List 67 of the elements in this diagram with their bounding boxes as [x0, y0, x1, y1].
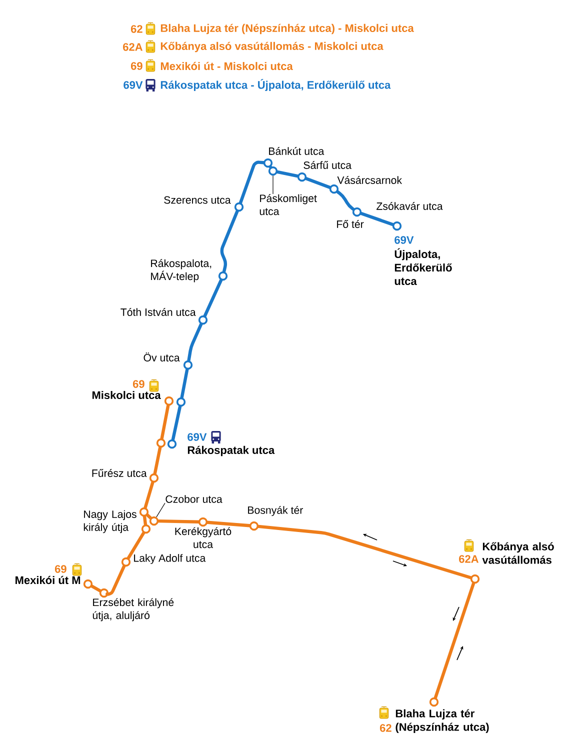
route-line [238, 160, 266, 204]
stop-circle [268, 166, 278, 176]
stop-name: Páskomliget utca [260, 194, 317, 216]
route-line [144, 480, 154, 510]
stop-name: Tóth István utca [120, 308, 196, 316]
leader-line [156, 502, 166, 518]
terminal-name: Miskolci utca [92, 390, 161, 400]
route-line [206, 520, 252, 528]
route-line [434, 582, 476, 700]
route-line [203, 278, 223, 318]
route-line [142, 514, 148, 526]
route-line [171, 404, 182, 442]
stop-name: Nagy Lajos király útja [84, 510, 136, 534]
legend-text: Mexikói út - Miskolci utca [160, 62, 293, 70]
route-number: 62A [459, 555, 478, 563]
route-line [276, 170, 300, 178]
terminal-name: Kőbánya alsó vasútállomás [482, 542, 554, 564]
route-line [180, 368, 189, 400]
stop-name: Laky Adolf utca [134, 554, 206, 564]
route-line [106, 564, 126, 596]
stop-name: Szerencs utca [164, 196, 231, 204]
route-number: 69V [124, 81, 143, 89]
route-line [153, 446, 162, 476]
route-number: 69V [394, 236, 414, 244]
stop-name: Bosnyák tér [248, 506, 303, 516]
stop-circle [176, 397, 186, 407]
route-number: 62 [130, 25, 142, 33]
stop-circle [156, 438, 166, 448]
terminal-name: Mexikói út M [16, 576, 80, 584]
stop-circle [149, 516, 159, 526]
stop-name: Czobor utca [166, 495, 222, 503]
stop-name: Erzsébet királyné útja, aluljáró [92, 598, 174, 622]
route-number: 62 [380, 724, 392, 732]
route-number: 69 [132, 380, 144, 388]
stop-name: Bánkút utca [269, 147, 324, 155]
route-line [220, 210, 239, 274]
route-line [360, 212, 394, 226]
stop-name: Zsókavár utca [376, 202, 443, 210]
route-line [336, 190, 355, 211]
route-line [90, 584, 102, 592]
stop-name: Öv utca [144, 352, 180, 362]
route-number: 62A [123, 43, 142, 51]
route-number: 69 [130, 62, 142, 70]
stop-name: Kerékgyártó utca [175, 527, 232, 548]
legend-text: Rákospatak utca - Újpalota, Erdőkerülő utca [160, 78, 391, 91]
route-line [146, 513, 152, 520]
legend-text: Blaha Lujza tér (Népszínház utca) - Miskolci utca [160, 24, 414, 34]
route-line [157, 520, 200, 524]
leader-line [272, 175, 274, 194]
route-line [268, 165, 272, 169]
terminal-name: Rákospatak utca [188, 446, 275, 456]
route-line [304, 177, 332, 189]
terminal-name: Újpalota, Erdőkerülő utca [394, 248, 452, 286]
route-line [126, 531, 146, 560]
stop-name: Fő tér [337, 220, 364, 228]
route-line [160, 404, 170, 440]
stop-name: Rákospalota, MÁV-telep [151, 259, 212, 282]
legend-text: Kőbánya alsó vasútállomás - Miskolci utca [160, 42, 384, 52]
route-line [256, 524, 472, 580]
stop-circle [141, 524, 151, 534]
stop-name: Vásárcsarnok [337, 176, 402, 184]
route-number: 69 [54, 565, 66, 573]
route-line [187, 322, 203, 362]
stop-name: Fűrész utca [92, 469, 147, 477]
stop-name: Sárfű utca [304, 161, 352, 169]
terminal-name: Blaha Lujza tér (Népszínház utca) [396, 709, 489, 734]
route-number: 69V [188, 433, 207, 441]
